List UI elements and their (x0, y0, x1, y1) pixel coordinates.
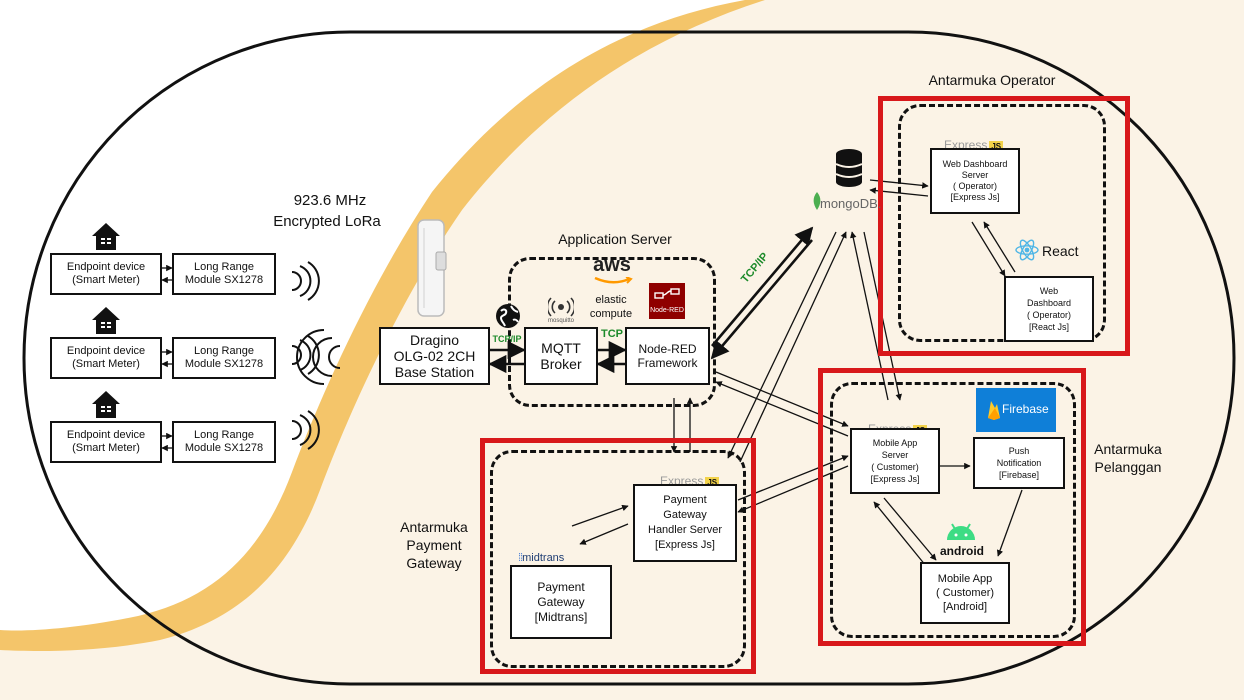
midtrans-label: midtrans (522, 552, 565, 564)
endpoint-device-box: Endpoint device (Smart Meter) (50, 337, 162, 379)
react-icon (1015, 239, 1039, 261)
signal-wave-rx-a (328, 345, 341, 369)
house-icon (92, 223, 120, 250)
mobile-app-server-box: Mobile App Server ( Customer) [Express J… (850, 428, 940, 494)
mqtt-broker-box: MQTT Broker (524, 327, 598, 385)
push-notification-box: Push Notification [Firebase] (973, 437, 1065, 489)
arrow-payment-mongo (739, 231, 847, 463)
android-label: android (940, 544, 984, 558)
application-server-group (508, 257, 716, 407)
react-label: React (1042, 243, 1079, 259)
arrow-react-webserver (983, 221, 1016, 273)
endpoint-device-box: Endpoint device (Smart Meter) (50, 421, 162, 463)
base-station-box: Dragino OLG-02 2CH Base Station (379, 327, 490, 385)
gateway-antenna-icon (417, 219, 447, 317)
signal-wave-rx-c (296, 329, 325, 385)
lora-module-box: Long Range Module SX1278 (172, 337, 276, 379)
customer-title: Antarmuka Pelanggan (1094, 441, 1162, 475)
signal-wave-2c (307, 335, 320, 375)
nodered-wire-icon (654, 288, 680, 299)
signal-wave-rx-b (312, 337, 333, 377)
arrow-nodered-mobileserver (715, 371, 849, 427)
aws-smile-icon (594, 277, 633, 284)
arrow-mobileserver-payment (737, 465, 849, 513)
customer-group (830, 382, 1076, 638)
endpoint-device-box: Endpoint device (Smart Meter) (50, 253, 162, 295)
firebase-label: Firebase (1002, 402, 1049, 416)
mosquitto-label: mosquitto (547, 318, 574, 324)
android-icon (947, 523, 975, 540)
lora-frequency-label: 923.6 MHz (293, 192, 367, 209)
mobile-app-box: Mobile App ( Customer) [Android] (920, 562, 1010, 624)
tcp-label: TCP (601, 328, 623, 340)
arrow-mobileserver-app (883, 497, 937, 561)
operator-highlight (878, 96, 1130, 356)
firebase-logo: Firebase (976, 388, 1056, 432)
application-server-title: Application Server (558, 231, 672, 247)
firebase-flame-icon (988, 401, 1000, 420)
operator-group (898, 104, 1106, 342)
nodered-box: Node-RED Framework (625, 327, 710, 385)
operator-title: Antarmuka Operator (928, 72, 1056, 88)
white-region (0, 0, 745, 640)
signal-wave-3a (291, 420, 302, 440)
arrow-mongo-payment (727, 231, 837, 459)
database-icon (835, 149, 863, 187)
web-dashboard-box: Web Dashboard ( Operator) [React Js] (1004, 276, 1094, 342)
lora-module-box: Long Range Module SX1278 (172, 421, 276, 463)
signal-waves (291, 261, 341, 450)
arrow-webserver-react (971, 221, 1006, 277)
midtrans-logo: ⁞⁞midtrans (518, 540, 588, 564)
tcpip-label: TCP/IP (492, 334, 522, 344)
arrow-midtrans-handler (571, 504, 629, 527)
arrow-push-app (996, 489, 1023, 557)
outer-boundary (22, 30, 1236, 686)
swoosh-band (0, 0, 765, 651)
lora-encryption-label: Encrypted LoRa (273, 213, 381, 230)
signal-wave-2a (291, 345, 302, 365)
arrow-mobileserver-nodered (715, 381, 849, 437)
aws-service-label: elastic compute (589, 294, 633, 320)
arrow-mongo-nodered (710, 239, 813, 360)
payment-handler-box: Payment Gateway Handler Server [Express … (633, 484, 737, 562)
arrow-nodered-mongo (711, 226, 814, 347)
signal-wave-2b (299, 339, 312, 371)
web-dashboard-server-box: Web Dashboard Server ( Operator) [Expres… (930, 148, 1020, 214)
payment-gateway-box: Payment Gateway [Midtrans] (510, 565, 612, 639)
js-badge: JS (705, 477, 720, 488)
midtrans-dots-icon: ⁞⁞ (518, 552, 523, 564)
lora-module-box: Long Range Module SX1278 (172, 253, 276, 295)
aws-logo: aws (593, 254, 631, 276)
payment-highlight (480, 438, 756, 674)
arrow-payment-mobileserver (737, 455, 849, 501)
arrow-handler-midtrans (579, 523, 629, 545)
signal-wave-1a (291, 271, 302, 291)
globe-icon (496, 304, 520, 328)
signal-wave-3c (307, 410, 320, 450)
nodered-logo-icon: Node-RED (649, 283, 685, 319)
signal-wave-1b (299, 265, 312, 297)
js-badge: JS (989, 141, 1004, 152)
mosquitto-icon (548, 297, 574, 317)
nodered-logo-label: Node-RED (650, 307, 684, 314)
arrow-app-mobileserver (873, 501, 927, 567)
house-icon (92, 391, 120, 418)
signal-wave-3b (299, 414, 312, 446)
house-icon (92, 307, 120, 334)
signal-wave-1c (307, 261, 320, 301)
payment-group (490, 450, 746, 668)
customer-highlight (818, 368, 1086, 646)
payment-title: Antarmuka Payment Gateway (400, 519, 468, 571)
mongodb-logo-label: mongoDB. (820, 196, 882, 211)
mongodb-leaf-icon (813, 192, 821, 210)
